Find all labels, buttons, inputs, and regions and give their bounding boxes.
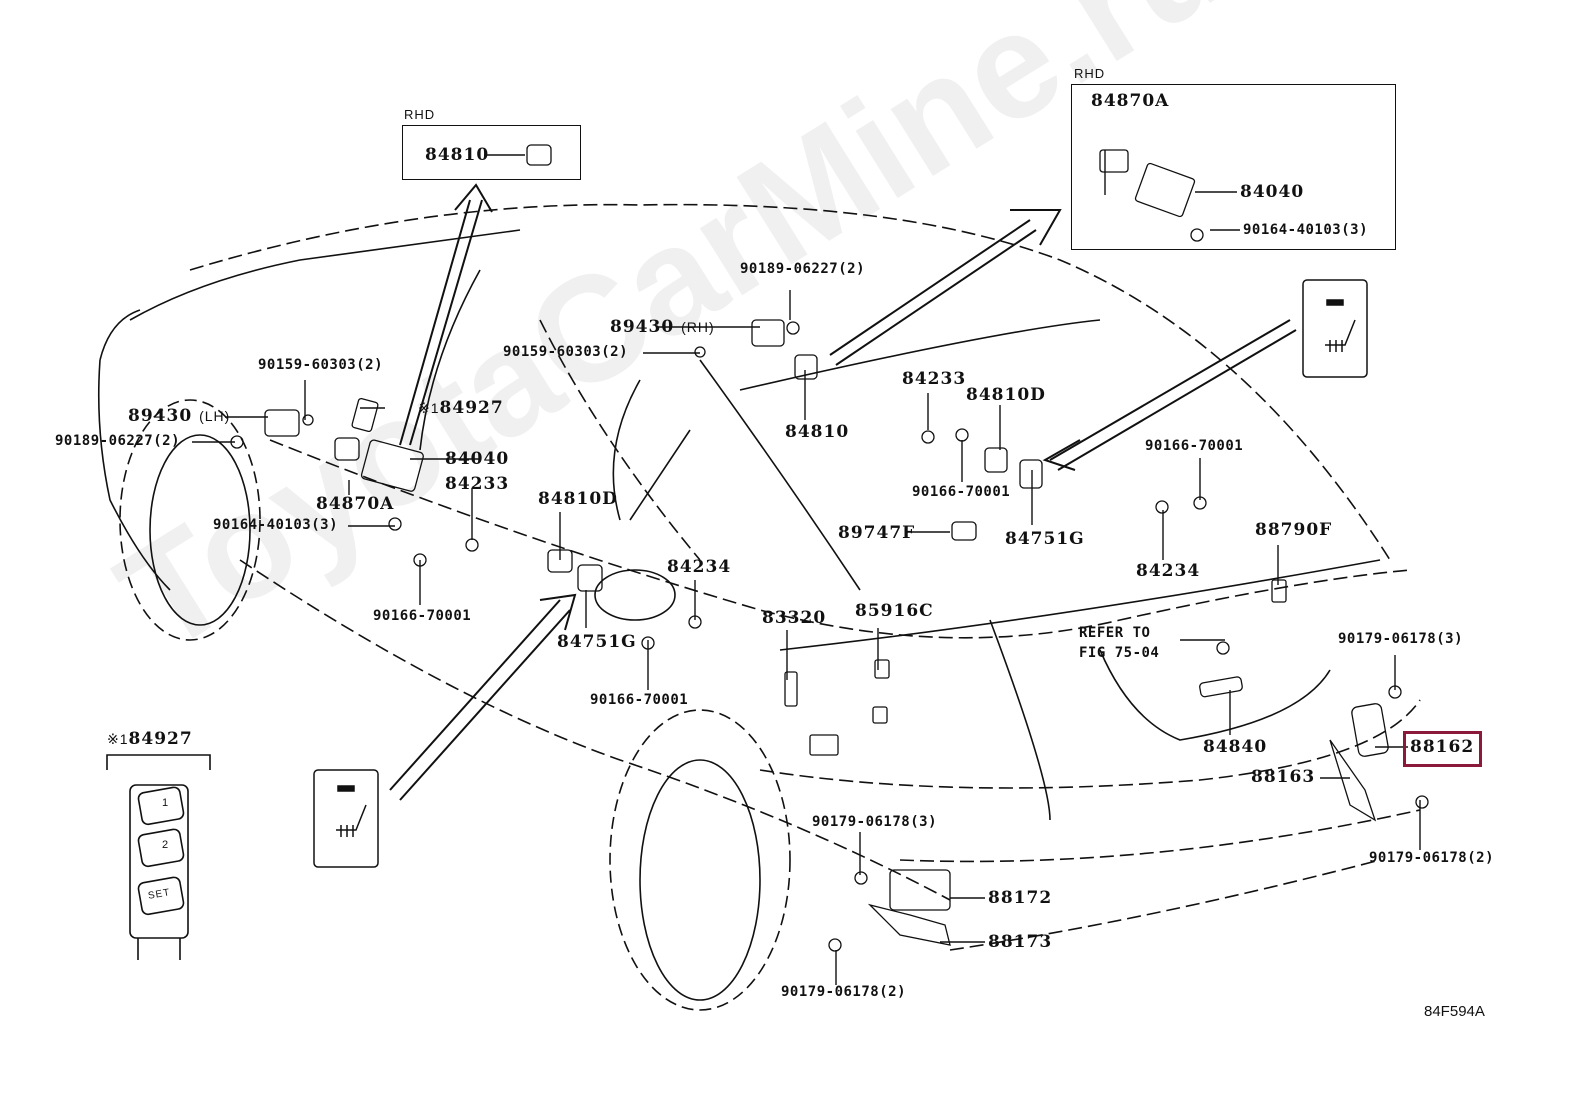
- b-pillar: [539, 319, 701, 561]
- car-rear-bumper: [759, 699, 1421, 951]
- part-88173[interactable]: 88173: [988, 932, 1053, 952]
- rhd-left-inset: [402, 125, 581, 180]
- refer-to-line1: REFER TO: [1079, 625, 1151, 641]
- car-roof-line: [189, 203, 1391, 561]
- part-84234-right[interactable]: 84234: [1136, 561, 1201, 581]
- rear-wheel: [639, 759, 761, 1001]
- front-wheel: [149, 434, 251, 626]
- part-90179-06178-right-3[interactable]: 90179-06178(3): [1338, 631, 1464, 647]
- car-front-bumper: [97, 309, 171, 591]
- front-wheel-arch: [119, 399, 261, 641]
- note-mark: ※1: [418, 400, 440, 416]
- part-90166-70001-right-b[interactable]: 90166-70001: [1145, 438, 1244, 454]
- a-pillar: [419, 269, 481, 451]
- part-85916c[interactable]: 85916C: [855, 601, 934, 621]
- car-rear-deck: [739, 319, 1381, 651]
- memory-switch-drawing: [106, 754, 211, 960]
- arrow-to-rhd-right: [829, 209, 1062, 366]
- part-84751g-left[interactable]: 84751G: [557, 632, 637, 652]
- arrow-to-rhd-left: [399, 183, 493, 446]
- rhd-right-title: RHD: [1074, 66, 1106, 81]
- part-90179-06178-bottom-3[interactable]: 90179-06178(3): [812, 814, 938, 830]
- part-90164-rhd[interactable]: 90164-40103(3): [1243, 222, 1369, 238]
- side-suffix: (RH): [681, 319, 715, 335]
- side-suffix: (LH): [199, 408, 231, 424]
- seat-heater-icon-right: [1302, 279, 1368, 378]
- car-beltline: [269, 439, 1411, 639]
- part-84751g-right[interactable]: 84751G: [1005, 529, 1085, 549]
- part-84040[interactable]: 84040: [445, 449, 510, 469]
- part-84233-left[interactable]: 84233: [445, 474, 510, 494]
- car-trunk: [989, 619, 1331, 821]
- door-line: [612, 379, 691, 521]
- refer-to-link[interactable]: FIG 75-04: [1079, 645, 1160, 661]
- part-84810d-left[interactable]: 84810D: [538, 489, 618, 509]
- part-89430-lh[interactable]: 89430 (LH): [128, 406, 230, 426]
- note-mark: ※1: [107, 731, 129, 747]
- part-90166-70001-mid[interactable]: 90166-70001: [590, 692, 689, 708]
- part-90166-70001-left[interactable]: 90166-70001: [373, 608, 472, 624]
- c-pillar: [699, 359, 861, 591]
- figure-code: 84F594A: [1424, 1003, 1485, 1020]
- part-84040-rhd[interactable]: 84040: [1240, 182, 1305, 202]
- part-84927[interactable]: ※184927: [418, 398, 504, 418]
- part-89430-rh[interactable]: 89430 (RH): [610, 317, 715, 337]
- arrow-to-heater-right: [1042, 319, 1297, 471]
- part-88172[interactable]: 88172: [988, 888, 1053, 908]
- arrow-to-heater-left: [389, 593, 577, 801]
- part-90166-70001-right-a[interactable]: 90166-70001: [912, 484, 1011, 500]
- fuel-lid: [594, 569, 676, 621]
- part-90179-06178-bottom-2[interactable]: 90179-06178(2): [781, 984, 907, 1000]
- memory-button-2: 2: [162, 839, 170, 851]
- part-83320[interactable]: 83320: [762, 608, 827, 628]
- part-89747f[interactable]: 89747F: [838, 523, 916, 543]
- leader-lines: [192, 150, 1421, 985]
- part-84810d-right[interactable]: 84810D: [966, 385, 1046, 405]
- part-number: 89430: [610, 317, 675, 337]
- part-glyphs: [230, 144, 1429, 952]
- part-number: 84927: [128, 729, 193, 749]
- seat-heater-icon-left: [313, 769, 379, 868]
- part-84234-left[interactable]: 84234: [667, 557, 732, 577]
- car-front-hood: [129, 229, 521, 321]
- part-84840[interactable]: 84840: [1203, 737, 1268, 757]
- part-number: 89430: [128, 406, 193, 426]
- rear-wheel-arch: [609, 709, 791, 1011]
- part-84810-mid[interactable]: 84810: [785, 422, 850, 442]
- memory-button-1: 1: [162, 797, 170, 809]
- part-84870a[interactable]: 84870A: [316, 494, 395, 514]
- part-84870a-rhd[interactable]: 84870A: [1091, 91, 1170, 111]
- part-90189-06227-top[interactable]: 90189-06227(2): [740, 261, 866, 277]
- part-90179-06178-right-2[interactable]: 90179-06178(2): [1369, 850, 1495, 866]
- part-88790f[interactable]: 88790F: [1255, 520, 1333, 540]
- rhd-right-inset: [1071, 84, 1396, 250]
- part-90159-60303-mid[interactable]: 90159-60303(2): [503, 344, 629, 360]
- highlight-box-88162: [1403, 731, 1482, 767]
- part-88162[interactable]: 88162: [1410, 737, 1475, 757]
- rhd-left-title: RHD: [404, 107, 436, 122]
- part-90164-40103[interactable]: 90164-40103(3): [213, 517, 339, 533]
- part-84233-right[interactable]: 84233: [902, 369, 967, 389]
- memory-switch-title[interactable]: ※184927: [107, 729, 193, 749]
- car-side-sill: [239, 559, 951, 901]
- part-number: 84927: [439, 398, 504, 418]
- part-84810-rhd[interactable]: 84810: [425, 145, 490, 165]
- part-90189-06227-left[interactable]: 90189-06227(2): [55, 433, 181, 449]
- part-88163[interactable]: 88163: [1251, 767, 1316, 787]
- part-90159-60303-left[interactable]: 90159-60303(2): [258, 357, 384, 373]
